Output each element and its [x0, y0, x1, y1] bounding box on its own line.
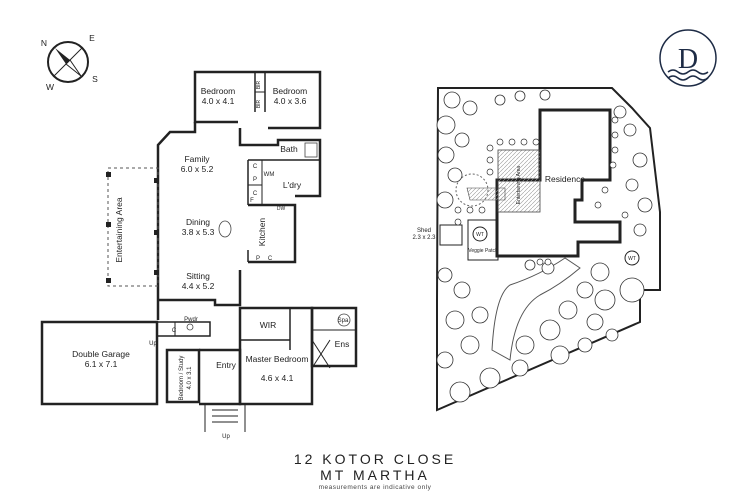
dining-size: 3.8 x 5.3 — [182, 227, 215, 237]
site-entertaining-label: Entertaining Area — [516, 166, 522, 205]
wir-label: WIR — [260, 320, 277, 330]
pwdr-label: Pwdr — [184, 317, 198, 323]
entertaining-label: Entertaining Area — [114, 197, 124, 262]
bath-fixtures — [186, 142, 351, 331]
study-name: Bedroom / Study — [179, 356, 185, 401]
garage-name: Double Garage — [72, 349, 130, 359]
sitting-size: 4.4 x 5.2 — [182, 281, 215, 291]
c3-label: C — [268, 256, 273, 262]
dw-label: DW — [277, 206, 286, 212]
compass-n-label: N — [41, 38, 47, 48]
wm-label: WM — [264, 172, 275, 178]
study-size: 4.0 x 3.1 — [187, 366, 193, 390]
hedges — [454, 116, 629, 266]
siteplan — [436, 87, 661, 412]
trees — [436, 89, 653, 403]
ens-label: Ens — [335, 339, 350, 349]
entry-label: Entry — [216, 360, 237, 370]
bedroom1-name: Bedroom — [201, 86, 236, 96]
logo: D — [659, 29, 717, 87]
up2-label: Up — [222, 434, 230, 440]
bedroom1-size: 4.0 x 4.1 — [202, 96, 235, 106]
shed-size: 2.3 x 2.3 — [412, 235, 436, 241]
family-name: Family — [184, 154, 210, 164]
floorplan — [40, 70, 358, 432]
measurement-note: measurements are indicative only — [318, 484, 432, 491]
master-size: 4.6 x 4.1 — [261, 373, 294, 383]
bir1-label: BIR — [256, 80, 262, 89]
kitchen-label: Kitchen — [257, 218, 267, 247]
dining-name: Dining — [186, 217, 210, 227]
entertaining-area — [106, 167, 159, 287]
garage-size: 6.1 x 7.1 — [85, 359, 118, 369]
p2-label: P — [256, 256, 260, 262]
address-line1: 12 KOTOR CLOSE — [293, 451, 457, 467]
bedroom2-size: 4.0 x 3.6 — [274, 96, 307, 106]
veggie-label: Veggie Patch — [468, 248, 498, 254]
bath-label: Bath — [280, 144, 298, 154]
address-line2: MT MARTHA — [320, 467, 430, 483]
compass: N E S W — [41, 33, 98, 92]
c1-label: C — [253, 164, 258, 170]
ldry-label: L'dry — [283, 180, 302, 190]
family-size: 6.0 x 5.2 — [181, 164, 214, 174]
f-label: F — [250, 198, 254, 204]
master-name: Master Bedroom — [246, 354, 309, 364]
c4-label: C — [172, 328, 177, 334]
logo-letter: D — [678, 44, 698, 75]
shed-name: Shed — [417, 228, 431, 234]
wt2-label: WT — [628, 256, 636, 262]
compass-w-label: W — [46, 82, 54, 92]
p1-label: P — [253, 177, 257, 183]
compass-s-label: S — [92, 74, 98, 84]
bir2-label: BIR — [256, 99, 262, 108]
residence-label: Residence — [545, 174, 585, 184]
sitting-name: Sitting — [186, 271, 210, 281]
compass-e-label: E — [89, 33, 95, 43]
up1-label: Up — [149, 341, 157, 347]
c2-label: C — [253, 191, 258, 197]
wt1-label: WT — [476, 232, 484, 238]
spa-label: Spa — [338, 318, 349, 324]
bedroom2-name: Bedroom — [273, 86, 308, 96]
